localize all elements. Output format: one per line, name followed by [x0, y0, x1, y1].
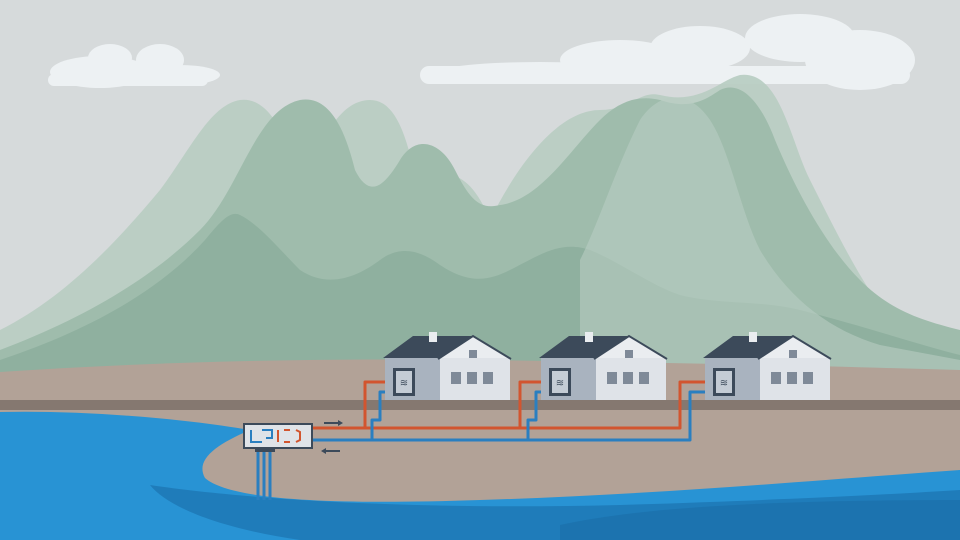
svg-text:≋: ≋ [720, 378, 728, 389]
house-2: ≋ [539, 332, 668, 400]
svg-text:≋: ≋ [556, 378, 564, 389]
water-shade-right [560, 500, 960, 540]
cloud-right [420, 14, 915, 90]
house-1: ≋ [383, 332, 512, 400]
arrow-left-icon [321, 448, 340, 454]
house-3: ≋ [703, 332, 832, 400]
road [0, 400, 960, 410]
pipe-network [256, 380, 712, 500]
heat-exchanger-unit [243, 423, 313, 452]
flow-arrows [321, 420, 343, 454]
hot-pipes [312, 380, 712, 430]
arrow-right-icon [324, 420, 343, 426]
cloud-left [48, 44, 220, 88]
svg-text:≋: ≋ [400, 378, 408, 389]
cold-pipes [256, 390, 712, 500]
